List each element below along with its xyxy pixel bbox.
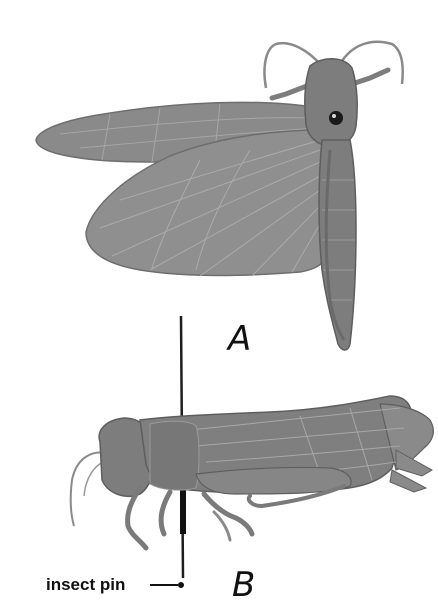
mid-leg-b <box>161 492 170 534</box>
insect-pin-label: insect pin <box>46 576 125 593</box>
specimen-b <box>71 316 434 588</box>
mid-leg-b2 <box>204 494 252 534</box>
pronotum-b <box>150 421 199 490</box>
figure-label-b: B <box>232 568 255 602</box>
head-thorax <box>305 59 357 146</box>
abdomen <box>319 140 356 350</box>
pin-leader-dot <box>178 582 184 588</box>
specimen-a <box>36 42 403 350</box>
eye <box>329 111 343 125</box>
front-leg-right <box>352 70 388 84</box>
figure-label-a: A <box>228 322 251 356</box>
pin-thorax-shadow <box>180 490 186 534</box>
